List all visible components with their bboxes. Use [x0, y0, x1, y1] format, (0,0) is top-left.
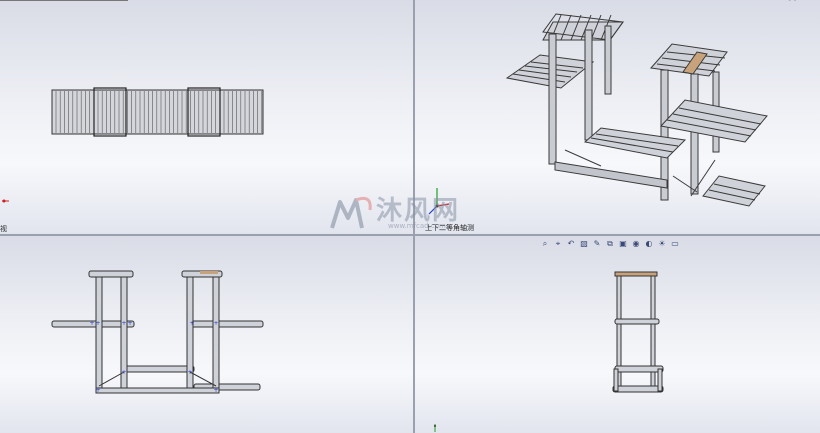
sketch-point-marker: + — [89, 320, 94, 327]
front-shelf-top-left — [88, 270, 134, 278]
triad-side — [434, 424, 436, 432]
side-foot-right — [657, 368, 663, 392]
triad-mini-tl — [2, 199, 9, 203]
sketch-point-marker: + — [121, 369, 126, 376]
apply-scene-icon[interactable]: ☀ — [658, 239, 666, 248]
front-post-4 — [212, 276, 220, 394]
viewport-side-view[interactable] — [415, 236, 820, 433]
side-shelf-top — [614, 271, 658, 277]
viewport-isometric[interactable]: 上下二等角轴测 — [415, 0, 820, 234]
iso-brace-left — [564, 149, 602, 167]
side-shelf-mid — [614, 318, 660, 325]
front-base-rail — [95, 387, 220, 394]
viewport-top-view[interactable]: 视 — [0, 0, 413, 234]
sketch-point-marker: + — [121, 320, 126, 327]
sketch-point-marker: + — [213, 387, 218, 394]
section-view-icon[interactable]: ▧ — [580, 239, 588, 248]
iso-brace-right — [672, 175, 698, 193]
hide-show-items-icon[interactable]: ◉ — [632, 239, 640, 248]
iso-shelf-top-left — [542, 13, 624, 41]
heads-up-view-toolbar: ⌕ ⌖ ↶ ▧ ✎ ⧉ ▣ ◉ ◐ ☀ ▭ — [540, 237, 680, 251]
iso-post-left-back — [604, 25, 612, 95]
front-brace-right — [189, 371, 217, 387]
front-shelf-mid-left — [51, 320, 135, 328]
front-wood-accent — [200, 271, 218, 274]
top-view-drawing — [2, 87, 264, 203]
triad-isometric — [428, 188, 450, 215]
edit-appearance-icon[interactable]: ◐ — [645, 239, 653, 248]
front-brace-left — [98, 371, 125, 387]
zoom-to-area-icon[interactable]: ⌖ — [555, 239, 561, 248]
iso-post-right-front — [660, 69, 669, 201]
viewport-front-view[interactable]: ++++++++++ — [0, 236, 413, 433]
iso-post-left-front — [548, 33, 557, 165]
side-shelf-bottom — [614, 365, 664, 373]
viewport-divider-horizontal[interactable] — [0, 234, 820, 236]
sketch-point-marker: + — [95, 320, 100, 327]
front-view-drawing: ++++++++++ — [51, 270, 264, 394]
sketch-point-marker: + — [95, 387, 100, 394]
sketch-points-front: ++++++++++ — [89, 320, 218, 394]
front-shelf-mid-right — [188, 320, 264, 328]
dynamic-annotation-icon[interactable]: ✎ — [593, 239, 601, 248]
sketch-point-marker: + — [213, 320, 218, 327]
iso-post-left-rear — [584, 29, 593, 141]
iso-shelf-bottom-right — [702, 175, 766, 207]
top-view-slats — [55, 91, 263, 133]
sketch-point-marker: + — [127, 320, 132, 327]
view-orientation-icon[interactable]: ⧉ — [607, 239, 613, 248]
iso-shelf-bottom — [583, 127, 687, 159]
top-view-shelf-frame-left — [93, 87, 127, 137]
view-settings-icon[interactable]: ▭ — [671, 239, 679, 248]
iso-post-right-rear — [690, 73, 699, 195]
view-label-isometric: 上下二等角轴测 — [425, 224, 474, 232]
top-view-outline — [51, 89, 264, 135]
top-view-shelf-frame-right — [187, 87, 221, 137]
isometric-drawing — [428, 13, 768, 215]
iso-shelf-top-right — [650, 43, 728, 77]
iso-shelf-mid-right — [660, 99, 768, 143]
window-corner-controls[interactable]: ◦ ◦ — [788, 0, 797, 4]
front-post-1 — [95, 276, 103, 394]
top-left-edge-line — [0, 0, 128, 1]
zoom-to-fit-icon[interactable]: ⌕ — [542, 239, 548, 248]
front-shelf-bottom — [121, 365, 195, 373]
side-shelf-base — [612, 385, 664, 393]
previous-view-icon[interactable]: ↶ — [567, 239, 575, 248]
viewport-divider-vertical[interactable] — [413, 0, 415, 433]
side-view-drawing — [434, 271, 664, 432]
view-label-top-left: 视 — [0, 225, 7, 233]
display-style-icon[interactable]: ▣ — [619, 239, 627, 248]
sketch-point-marker: + — [189, 320, 194, 327]
side-foot-left — [613, 368, 619, 392]
iso-base-front-rail — [554, 161, 668, 189]
sketch-point-marker: + — [187, 369, 192, 376]
side-post-rear — [650, 275, 656, 393]
